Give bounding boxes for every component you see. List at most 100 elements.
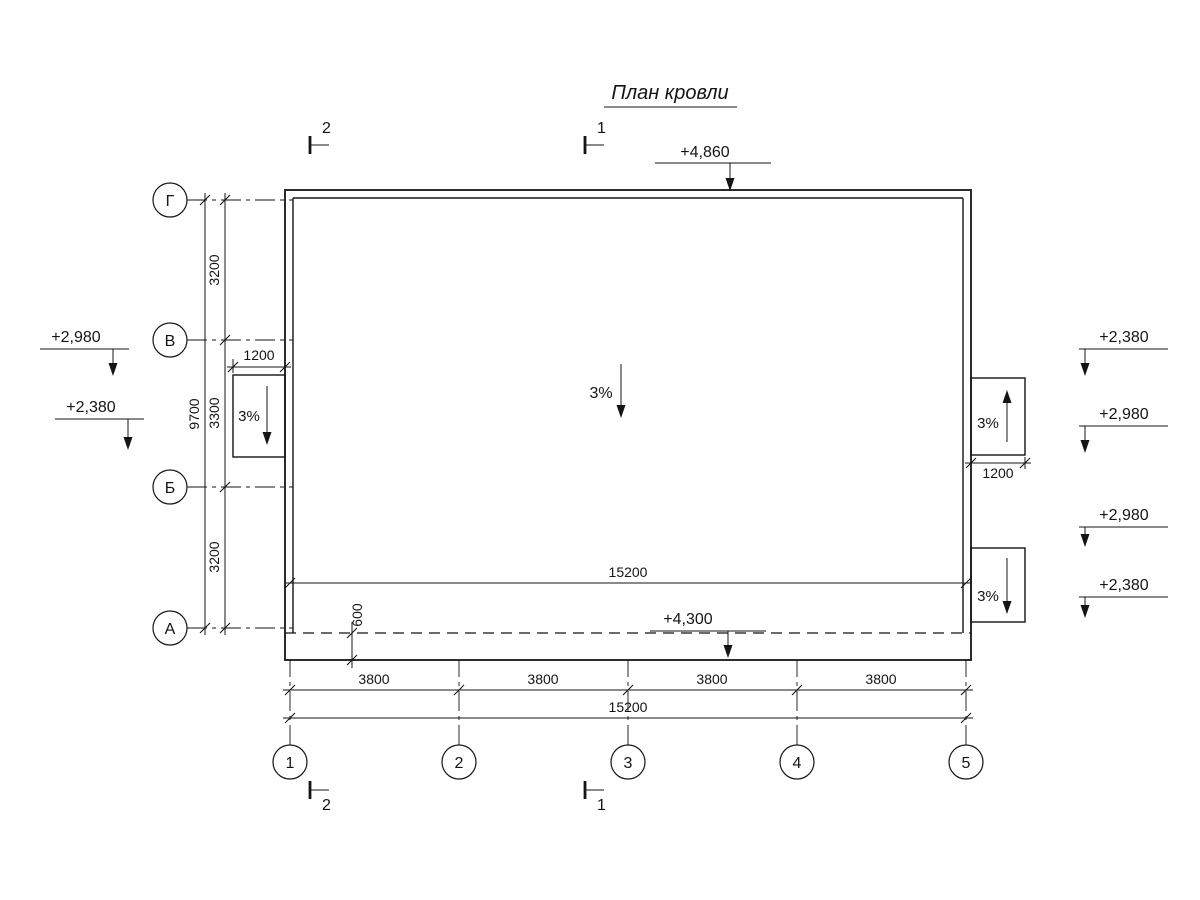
axis-bubble-circle	[441, 744, 477, 780]
canopy-right-bottom: 3%	[970, 547, 1026, 623]
axis-label: Г	[166, 193, 175, 210]
elevation-mark-eaves: +4,300	[650, 611, 766, 658]
axis-bubble-circle	[152, 322, 188, 358]
dim-canopy-left: 1200	[227, 347, 291, 373]
axis-bubble-5: 5	[948, 744, 984, 780]
outer-roof-edge	[284, 189, 972, 661]
slope-label: 3%	[977, 415, 999, 432]
dim-label: 15200	[609, 699, 648, 715]
grid-axes-horizontal: Г В Б А	[152, 182, 293, 646]
dim-left-total: 9700	[186, 193, 211, 635]
elevation-label: +2,380	[1099, 329, 1148, 346]
dim-label: 600	[349, 603, 365, 627]
axis-bubble-circle	[272, 744, 308, 780]
axis-bubble-4: 4	[779, 744, 815, 780]
slope-arrow-head	[1002, 601, 1012, 614]
canopy-right-top: 3%	[970, 377, 1026, 456]
axis-label: В	[165, 333, 176, 350]
axis-bubble-circle	[948, 744, 984, 780]
elevation-mark-right-1: +2,380	[1079, 329, 1168, 376]
elevation-mark-roof-top: +4,860	[655, 144, 771, 191]
axis-bubble-2: 2	[441, 744, 477, 780]
axis-bubble-1: 1	[272, 744, 308, 780]
elevation-label: +2,380	[66, 399, 115, 416]
elevation-arrow	[1080, 534, 1090, 547]
canopy-outline	[970, 377, 1026, 456]
elevation-arrow	[108, 363, 118, 376]
canopy-outline	[232, 374, 286, 458]
grid-axes-vertical: 1 2 3 4 5	[272, 660, 984, 780]
slope-arrow-head	[1002, 390, 1012, 403]
elevation-arrow	[1080, 363, 1090, 376]
dim-bottom-total: 15200	[283, 699, 973, 724]
elevation-label: +4,860	[680, 144, 729, 161]
elevation-mark-right-4: +2,380	[1079, 577, 1168, 618]
slope-label: 3%	[977, 588, 999, 605]
building-outline: 15200	[284, 189, 972, 661]
dim-label: 3800	[358, 671, 389, 687]
axis-bubble-3: 3	[610, 744, 646, 780]
elevation-arrow	[123, 437, 133, 450]
section-mark-bottom-center: 1	[583, 781, 606, 814]
axis-bubble-v: В	[152, 322, 188, 358]
axis-bubble-b: Б	[152, 469, 188, 505]
dim-label: 3300	[206, 397, 222, 428]
elevation-arrow	[1080, 605, 1090, 618]
elevation-label: +2,380	[1099, 577, 1148, 594]
elevation-arrow	[1080, 440, 1090, 453]
dim-label: 1200	[243, 347, 274, 363]
slope-label: 3%	[589, 385, 612, 402]
dim-bottom-segments: 3800 3800 3800 3800	[283, 671, 973, 696]
axis-bubble-circle	[779, 744, 815, 780]
slope-arrow-head	[262, 432, 272, 445]
dim-canopy-right: 1200	[965, 457, 1031, 481]
slope-label: 3%	[238, 408, 260, 425]
drawing-header: План кровли	[604, 82, 737, 108]
elevation-mark-right-2: +2,980	[1079, 406, 1168, 453]
dim-label: 9700	[186, 398, 202, 429]
axis-label: 2	[455, 755, 464, 772]
section-label: 2	[322, 797, 331, 814]
slope-arrow-head	[616, 405, 626, 418]
axis-bubble-a: А	[152, 610, 188, 646]
axis-bubble-circle	[152, 469, 188, 505]
dim-label: 1200	[982, 465, 1013, 481]
dim-label: 3800	[527, 671, 558, 687]
roof-width-dim-label: 15200	[609, 564, 648, 580]
dim-label: 3800	[865, 671, 896, 687]
elevation-mark-left-upper: +2,980	[40, 329, 129, 376]
canopy-left: 3%	[232, 374, 286, 458]
dim-left-segments: 3200 3300 3200	[206, 193, 231, 635]
axis-label: 3	[624, 755, 633, 772]
axis-label: А	[165, 621, 176, 638]
elevation-label: +2,980	[51, 329, 100, 346]
elevation-label: +2,980	[1099, 507, 1148, 524]
axis-label: 5	[962, 755, 971, 772]
axis-label: 4	[793, 755, 802, 772]
elevation-label: +2,980	[1099, 406, 1148, 423]
canopy-outline	[970, 547, 1026, 623]
axis-label: 1	[286, 755, 295, 772]
dim-label: 3800	[696, 671, 727, 687]
dim-overhang: 600	[346, 603, 365, 668]
section-mark-top-left: 2	[308, 120, 331, 154]
elevation-label: +4,300	[663, 611, 712, 628]
page-title: План кровли	[611, 82, 728, 104]
dim-label: 3200	[206, 254, 222, 285]
section-label: 1	[597, 797, 606, 814]
axis-bubble-g: Г	[152, 182, 188, 218]
elevation-mark-right-3: +2,980	[1079, 507, 1168, 547]
elevation-arrow	[725, 178, 735, 191]
section-mark-bottom-left: 2	[308, 781, 331, 814]
axis-bubble-circle	[152, 182, 188, 218]
axis-bubble-circle	[610, 744, 646, 780]
section-label: 1	[597, 120, 606, 137]
elevation-mark-left-lower: +2,380	[55, 399, 144, 450]
section-mark-top-center: 1	[583, 120, 606, 154]
section-label: 2	[322, 120, 331, 137]
axis-label: Б	[165, 480, 176, 497]
main-roof-slope: 3%	[589, 364, 626, 418]
elevation-arrow	[723, 645, 733, 658]
